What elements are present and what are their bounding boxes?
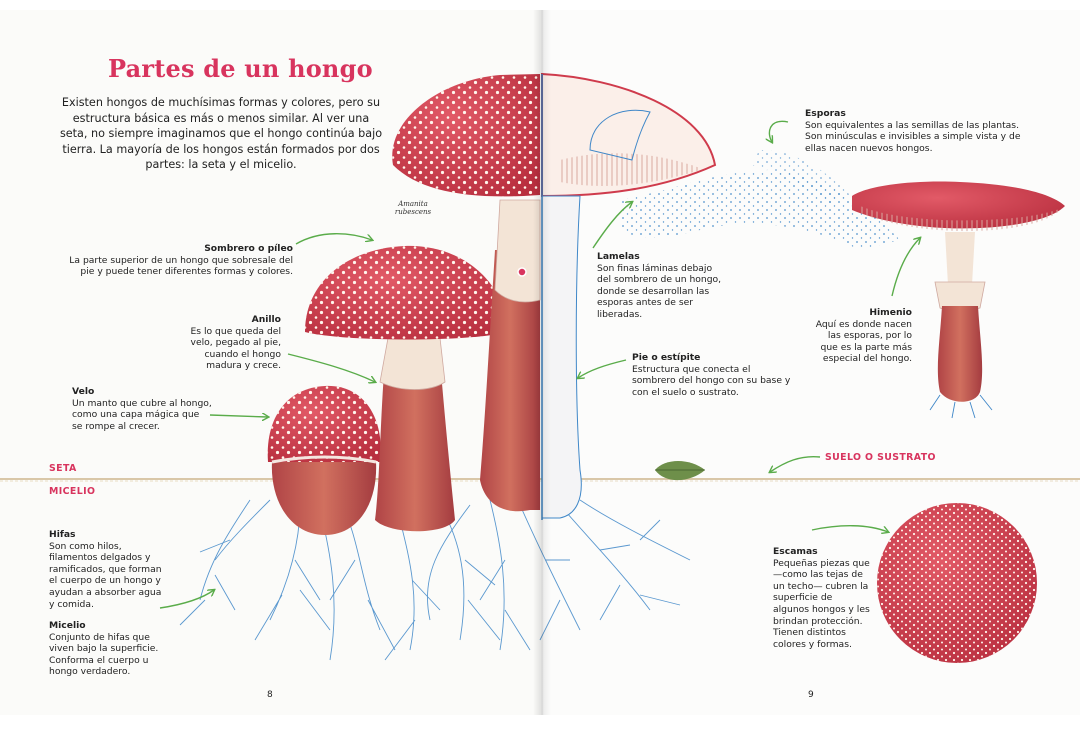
label-himenio-title: Himenio bbox=[869, 307, 912, 318]
large-mushroom-left-half bbox=[392, 74, 541, 512]
label-velo-text: Un manto que cubre al hongo, como una ca… bbox=[72, 397, 212, 432]
label-pie-text: Estructura que conecta el sombrero del h… bbox=[632, 363, 791, 398]
annotation-arrows bbox=[159, 120, 920, 609]
label-anillo-text: Es lo que queda del velo, pegado al pie,… bbox=[190, 325, 281, 372]
page-number-left: 8 bbox=[267, 690, 273, 700]
label-pie: Pie o estípite Estructura que conecta el… bbox=[632, 352, 792, 398]
species-label: Amanita rubescens bbox=[394, 200, 432, 216]
section-suelo: SUELO O SUSTRATO bbox=[825, 452, 936, 463]
label-velo-title: Velo bbox=[72, 386, 95, 397]
label-esporas: Esporas Son equivalentes a las semillas … bbox=[805, 108, 1027, 154]
leaf-icon bbox=[655, 461, 705, 481]
label-escamas-title: Escamas bbox=[773, 546, 818, 557]
sombrero-mushroom bbox=[305, 245, 508, 532]
label-hifas-title: Hifas bbox=[49, 529, 76, 540]
label-sombrero-title: Sombrero o píleo bbox=[204, 243, 293, 254]
label-himenio: Himenio Aquí es donde nacen las esporas,… bbox=[812, 307, 912, 365]
section-seta: SETA bbox=[49, 463, 77, 474]
escamas-detail bbox=[877, 503, 1037, 663]
label-hifas: Hifas Son como hilos, filamentos delgado… bbox=[49, 529, 167, 610]
label-velo: Velo Un manto que cubre al hongo, como u… bbox=[72, 386, 212, 432]
section-micelio: MICELIO bbox=[49, 486, 96, 497]
page-number-right: 9 bbox=[808, 690, 814, 700]
label-escamas-text: Pequeñas piezas que —como las tejas de u… bbox=[773, 557, 870, 650]
page-title: Partes de un hongo bbox=[108, 54, 373, 83]
label-lamelas-title: Lamelas bbox=[597, 251, 640, 262]
intro-paragraph: Existen hongos de muchísimas formas y co… bbox=[59, 96, 383, 171]
large-mushroom-cross-section bbox=[541, 72, 717, 520]
label-sombrero: Sombrero o píleo La parte superior de un… bbox=[60, 243, 293, 278]
label-micelio-title: Micelio bbox=[49, 620, 86, 631]
spore-cloud bbox=[620, 150, 900, 250]
label-lamelas-text: Son finas láminas debajo del sombrero de… bbox=[597, 262, 722, 320]
label-esporas-title: Esporas bbox=[805, 108, 846, 119]
label-pie-title: Pie o estípite bbox=[632, 352, 701, 363]
label-lamelas: Lamelas Son finas láminas debajo del som… bbox=[597, 251, 727, 321]
label-escamas: Escamas Pequeñas piezas que —como las te… bbox=[773, 546, 870, 650]
label-anillo-title: Anillo bbox=[251, 314, 281, 325]
label-esporas-text: Son equivalentes a las semillas de las p… bbox=[805, 119, 1021, 154]
himenio-mushroom bbox=[852, 181, 1065, 419]
velo-mushroom bbox=[267, 385, 381, 535]
label-hifas-text: Son como hilos, filamentos delgados y ra… bbox=[49, 540, 162, 610]
label-micelio: Micelio Conjunto de hifas que viven bajo… bbox=[49, 620, 175, 678]
label-sombrero-text: La parte superior de un hongo que sobres… bbox=[69, 254, 293, 278]
label-micelio-text: Conjunto de hifas que viven bajo la supe… bbox=[49, 631, 159, 678]
label-anillo: Anillo Es lo que queda del velo, pegado … bbox=[168, 314, 281, 372]
label-himenio-text: Aquí es donde nacen las esporas, por lo … bbox=[815, 318, 912, 365]
